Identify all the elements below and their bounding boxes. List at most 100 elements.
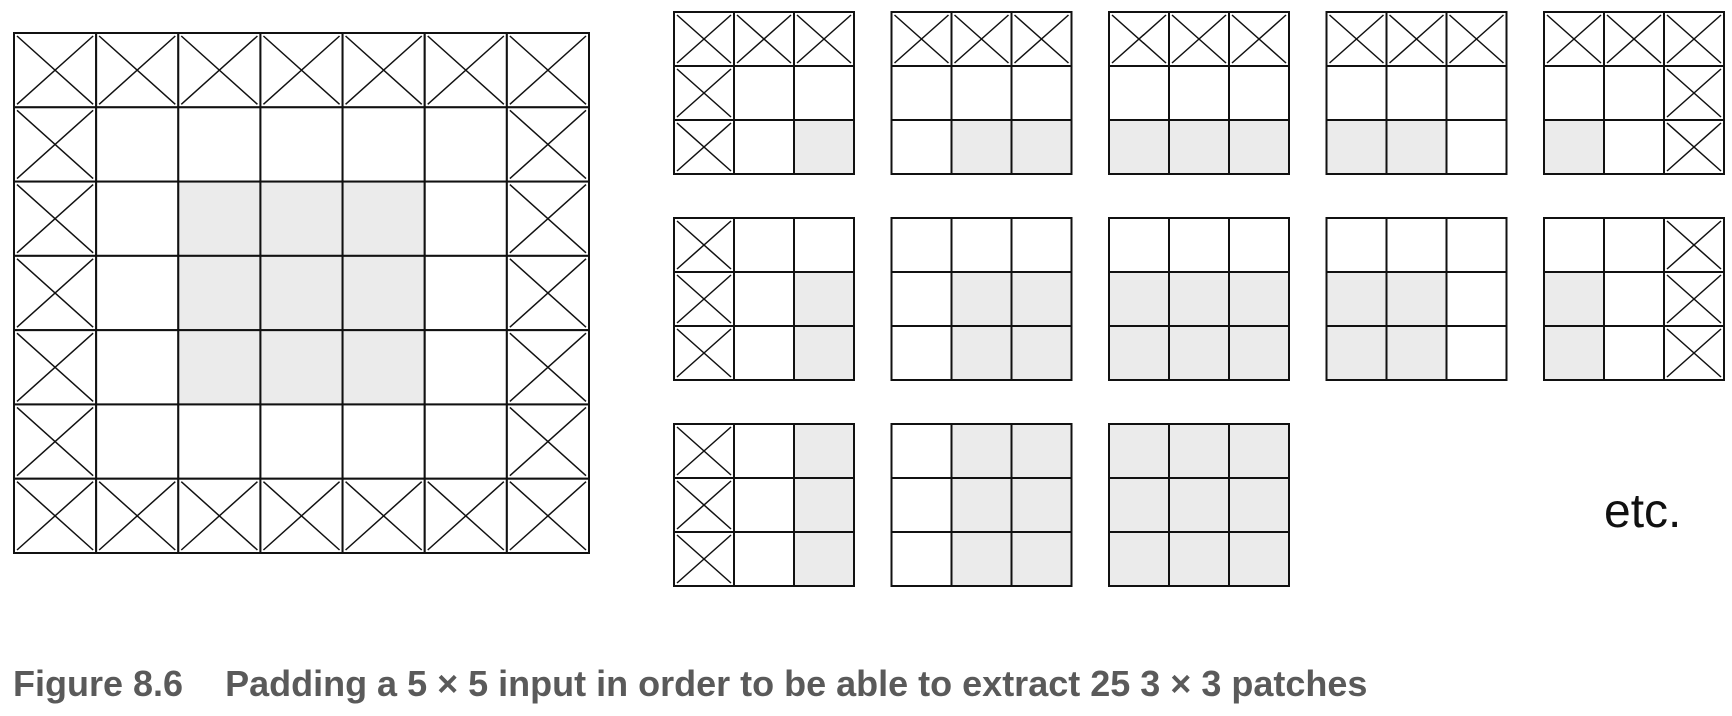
empty-cell [259, 403, 344, 480]
cell-box [1108, 119, 1170, 175]
cross-line [676, 122, 732, 172]
patch-grid [1325, 217, 1508, 381]
cell-box [1010, 119, 1073, 175]
input-cell [259, 180, 344, 257]
padding-cell [1543, 11, 1605, 67]
cell-box [733, 271, 795, 327]
cross-line [16, 332, 94, 402]
padding-cell [13, 403, 98, 480]
patch-grids [673, 11, 1725, 587]
cell-box [1228, 423, 1290, 479]
cell-box [259, 106, 344, 183]
input-cell [177, 180, 262, 257]
input-cell [1228, 477, 1290, 533]
input-cell [950, 325, 1013, 381]
cell-box [1108, 325, 1170, 381]
input-cell [1543, 271, 1605, 327]
cross-line [16, 406, 94, 477]
cross-line [676, 68, 732, 118]
cell-box [1603, 65, 1665, 121]
empty-cell [423, 403, 508, 480]
cross-line [509, 332, 587, 402]
input-cell [793, 477, 855, 533]
padding-cell [13, 180, 98, 257]
input-cell [1010, 477, 1073, 533]
padding-cell [259, 32, 344, 109]
cell-box [890, 325, 953, 381]
empty-cell [423, 180, 508, 257]
cross-line [16, 258, 94, 328]
empty-cell [733, 325, 795, 381]
empty-cell [1385, 217, 1448, 273]
cell-box [1108, 477, 1170, 533]
cross-line [1014, 14, 1069, 64]
cross-line [676, 14, 732, 64]
cell-box [950, 477, 1013, 533]
cell-box [1108, 531, 1170, 587]
empty-cell [1603, 65, 1665, 121]
cross-line [676, 480, 732, 530]
cell-box [1010, 271, 1073, 327]
patch-grid [1108, 423, 1290, 587]
cross-line [262, 481, 341, 551]
input-cell [793, 423, 855, 479]
cross-line [16, 184, 94, 254]
cell-box [793, 217, 855, 273]
padding-cell [1663, 119, 1725, 175]
patch-grid [673, 217, 855, 381]
padding-cell [673, 217, 735, 273]
cell-box [95, 180, 180, 257]
cross-line [1111, 14, 1167, 64]
cell-box [423, 329, 508, 406]
cell-box [890, 423, 953, 479]
cell-box [1445, 271, 1508, 327]
empty-cell [1228, 217, 1290, 273]
cell-box [1228, 217, 1290, 273]
input-cell [1010, 119, 1073, 175]
padding-cell [1445, 11, 1508, 67]
padding-cell [1663, 325, 1725, 381]
patch-grid [1108, 11, 1290, 175]
cross-line [180, 35, 258, 105]
padded-input-grid [13, 32, 591, 555]
input-cell [259, 254, 344, 332]
input-cell [1325, 119, 1388, 175]
empty-cell [341, 106, 426, 183]
empty-cell [1168, 217, 1230, 273]
padding-cell [673, 477, 735, 533]
empty-cell [423, 254, 508, 332]
empty-cell [950, 217, 1013, 273]
cell-box [793, 423, 855, 479]
empty-cell [341, 403, 426, 480]
cell-box [1010, 477, 1073, 533]
patch-grid [1543, 11, 1725, 175]
cell-box [423, 180, 508, 257]
cross-line [1666, 220, 1722, 270]
cell-box [733, 477, 795, 533]
input-cell [1325, 325, 1388, 381]
padding-cell [1603, 11, 1665, 67]
empty-cell [177, 403, 262, 480]
cell-box [1108, 217, 1170, 273]
cell-box [1385, 119, 1448, 175]
cross-line [262, 35, 341, 105]
cell-box [1228, 119, 1290, 175]
cross-line [1666, 68, 1722, 118]
cell-box [1168, 217, 1230, 273]
input-cell [1108, 325, 1170, 381]
cell-box [950, 423, 1013, 479]
empty-cell [793, 65, 855, 121]
cell-box [1228, 65, 1290, 121]
cell-box [1168, 531, 1230, 587]
padding-cell [505, 329, 591, 406]
padding-cell [1168, 11, 1230, 67]
empty-cell [95, 254, 180, 332]
padding-cell [13, 254, 98, 332]
input-cell [1228, 119, 1290, 175]
empty-cell [95, 106, 180, 183]
cell-box [259, 329, 344, 406]
cross-line [1389, 14, 1444, 64]
empty-cell [423, 106, 508, 183]
padding-cell [177, 477, 262, 555]
cell-box [177, 106, 262, 183]
